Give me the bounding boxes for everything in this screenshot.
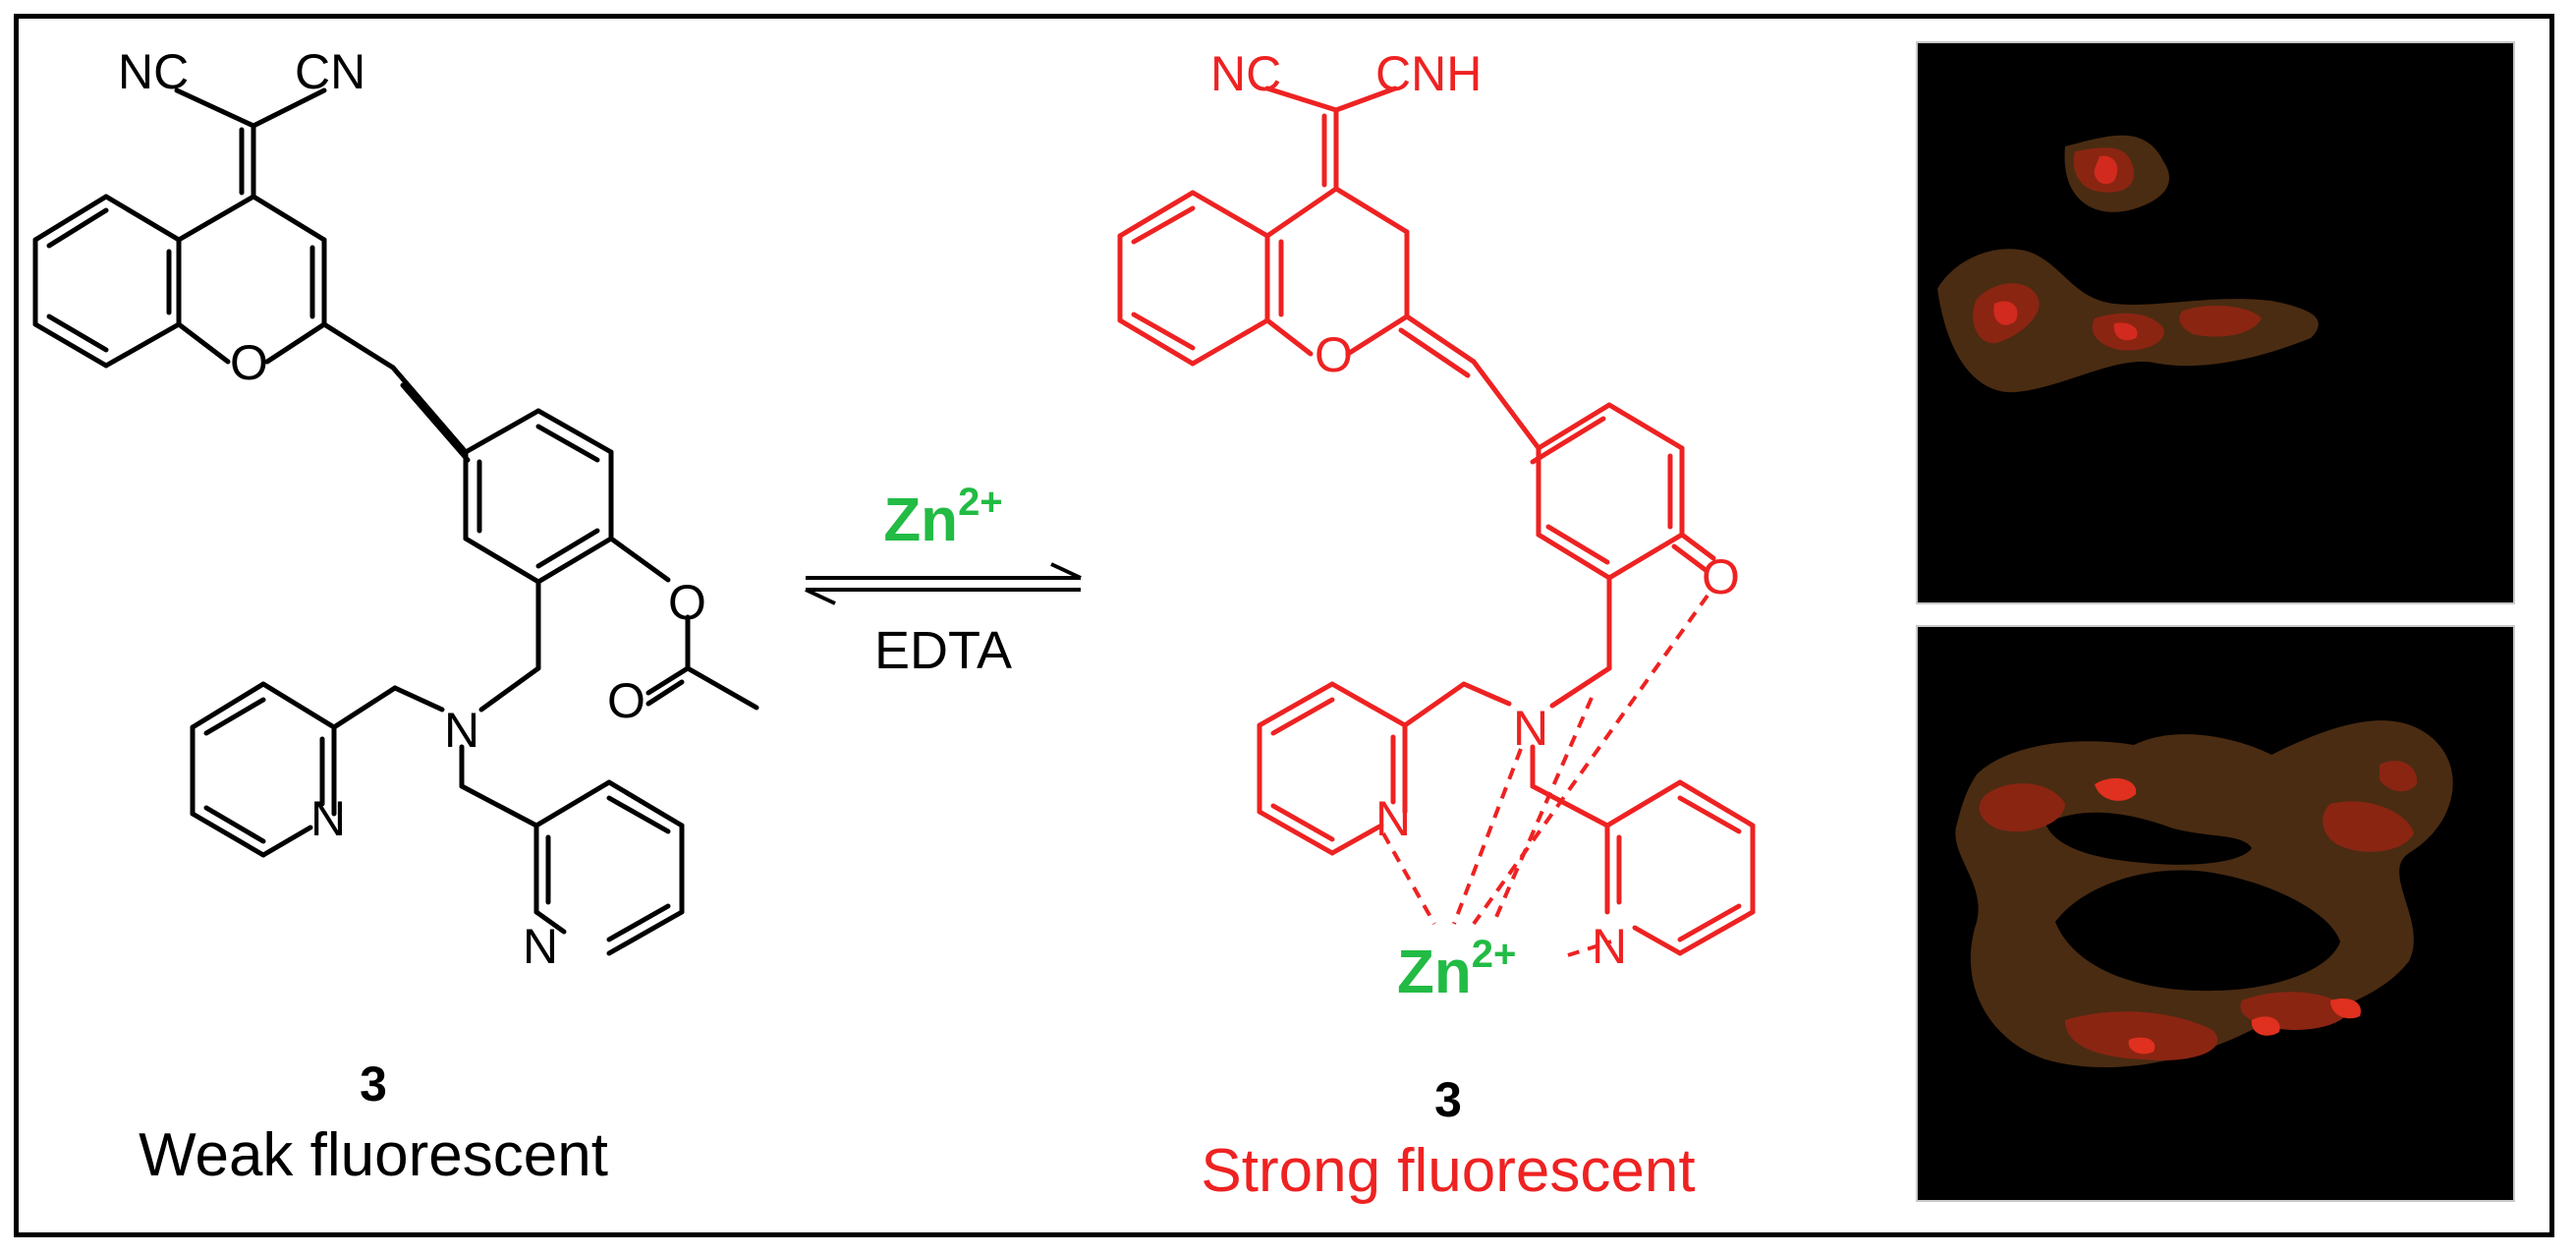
atom-nc-red: NC xyxy=(1210,46,1281,101)
left-structure xyxy=(32,87,759,956)
left-atom-labels: NC CN O O O N N N xyxy=(118,44,706,974)
coordination-bonds xyxy=(1381,594,1709,957)
atom-nc: NC xyxy=(118,44,189,99)
atom-n-amine: N xyxy=(444,703,479,758)
right-compound-number: 3 xyxy=(1434,1072,1462,1127)
arrow-top-label: Zn2+ xyxy=(883,481,1002,554)
atom-cn: CN xyxy=(295,44,365,99)
left-caption: Weak fluorescent xyxy=(139,1121,608,1189)
atom-n-pyridine-1-red: N xyxy=(1375,791,1411,846)
zinc-ion: Zn2+ xyxy=(1397,933,1516,1006)
zinc-charge: 2+ xyxy=(1472,933,1517,976)
fluorescence-image-bottom xyxy=(1916,625,2515,1202)
atom-o-ring: O xyxy=(230,335,268,390)
atom-n-pyridine-1: N xyxy=(310,791,346,846)
arrow-zn: Zn xyxy=(883,486,958,554)
fluorescence-blob-top xyxy=(1937,135,2319,393)
fluorescence-blob-bottom xyxy=(1955,720,2453,1068)
atom-n-pyridine-2: N xyxy=(523,919,558,974)
zinc-symbol: Zn xyxy=(1397,939,1472,1006)
right-structure xyxy=(1117,86,1756,956)
atom-o-quinone-red: O xyxy=(1702,549,1740,604)
atom-o-ring-red: O xyxy=(1315,327,1353,382)
arrow-bottom-label: EDTA xyxy=(874,621,1012,680)
atom-cnh-red: CNH xyxy=(1375,46,1482,101)
atom-o-carbonyl: O xyxy=(607,673,645,728)
atom-o-ester: O xyxy=(668,575,706,630)
arrow-zn-charge: 2+ xyxy=(958,481,1003,524)
left-compound-number: 3 xyxy=(360,1056,387,1112)
equilibrium-arrow xyxy=(805,562,1082,605)
right-atom-labels: NC CNH O O N N N xyxy=(1210,46,1740,974)
atom-n-amine-red: N xyxy=(1513,701,1548,756)
fluorescence-image-top xyxy=(1916,41,2515,604)
right-caption: Strong fluorescent xyxy=(1201,1137,1695,1205)
atom-n-pyridine-2-red: N xyxy=(1592,919,1627,974)
